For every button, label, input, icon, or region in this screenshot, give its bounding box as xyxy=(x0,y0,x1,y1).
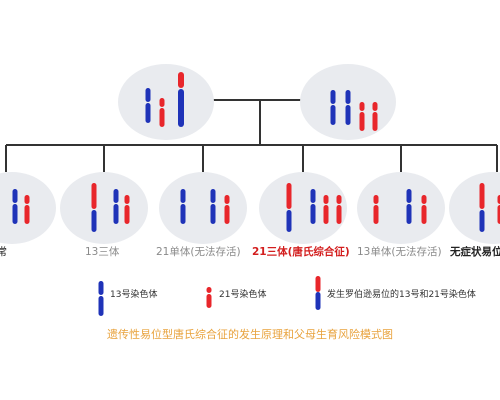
offspring1-chr-1-arm-q xyxy=(12,204,18,224)
offspring3-chr-1-arm-q xyxy=(180,204,186,224)
offspring2-chr-1-arm-21 xyxy=(91,183,97,209)
parent2-chr21-a-arm-q xyxy=(359,112,365,131)
legend-text-translocation: 发生罗伯逊易位的13号和21号染色体 xyxy=(327,290,476,300)
offspring5-chr-2-arm-q xyxy=(406,204,412,224)
parent-bubble-1 xyxy=(118,64,214,140)
outcome-label-trisomy-21: 21三体(唐氏综合征) xyxy=(252,246,350,258)
offspring1-chr-1-arm-p xyxy=(12,189,18,203)
offspring4-chr-4-arm-q xyxy=(336,205,342,224)
parent2-chr21-a-arm-p xyxy=(359,102,365,111)
parent1-chr13-a-arm-q xyxy=(145,103,151,123)
offspring3-chr-3-arm-q xyxy=(224,205,230,224)
offspring3-chr-2-arm-p xyxy=(210,189,216,203)
parent2-chr21-b-arm-p xyxy=(372,102,378,111)
legend-icon-translocation-arm-21 xyxy=(315,276,321,292)
offspring5-chr-1-arm-p xyxy=(373,195,379,204)
offspring1-chr-2-arm-p xyxy=(24,195,30,204)
offspring1-chr-2-arm-q xyxy=(24,205,30,224)
offspring5-chr-3-arm-q xyxy=(421,205,427,224)
offspring4-chr-2-arm-q xyxy=(310,204,316,224)
offspring-bubble-3 xyxy=(159,172,247,244)
offspring6-chr-2-arm-q xyxy=(497,205,500,224)
parent1-chr13-b-arm-q xyxy=(178,89,184,127)
outcome-label-balanced-carrier: 无症状易位 xyxy=(450,246,500,258)
offspring4-chr-1-arm-13 xyxy=(286,210,292,232)
offspring4-chr-4-arm-p xyxy=(336,195,342,204)
parent1-chr21-a-arm-q xyxy=(159,108,165,127)
legend-text-chr21: 21号染色体 xyxy=(219,290,267,300)
offspring5-chr-3-arm-p xyxy=(421,195,427,204)
offspring3-chr-3-arm-p xyxy=(224,195,230,204)
offspring-bubble-2 xyxy=(60,172,148,244)
legend-icon-chr21-arm-p xyxy=(206,287,212,293)
parent2-chr13-a-arm-q xyxy=(330,105,336,125)
offspring2-chr-1-arm-13 xyxy=(91,210,97,232)
legend-icon-translocation-arm-13 xyxy=(315,292,321,310)
offspring2-chr-2-arm-p xyxy=(113,189,119,203)
parent2-chr21-b-arm-q xyxy=(372,112,378,131)
parent1-chr13-a-arm-p xyxy=(145,88,151,102)
parent2-chr13-a-arm-p xyxy=(330,90,336,104)
legend-text-chr13: 13号染色体 xyxy=(110,290,158,300)
offspring4-chr-3-arm-q xyxy=(323,205,329,224)
offspring4-chr-2-arm-p xyxy=(310,189,316,203)
offspring2-chr-3-arm-q xyxy=(124,205,130,224)
legend-icon-chr13-arm-q xyxy=(98,296,104,316)
parent1-chr21-b-arm-p xyxy=(178,72,184,88)
offspring6-chr-1-arm-13 xyxy=(479,210,485,232)
diagram-title: 遗传性易位型唐氏综合征的发生原理和父母生育风险模式图 xyxy=(107,328,393,341)
offspring-bubble-4 xyxy=(259,172,347,244)
outcome-label-monosomy-21: 21单体(无法存活) xyxy=(156,246,241,258)
offspring3-chr-2-arm-q xyxy=(210,204,216,224)
offspring4-chr-1-arm-21 xyxy=(286,183,292,209)
offspring4-chr-3-arm-p xyxy=(323,195,329,204)
offspring6-chr-2-arm-p xyxy=(497,195,500,204)
offspring6-chr-1-arm-21 xyxy=(479,183,485,209)
offspring5-chr-1-arm-q xyxy=(373,205,379,224)
offspring3-chr-1-arm-p xyxy=(180,189,186,203)
legend-icon-chr21-arm-q xyxy=(206,294,212,308)
offspring2-chr-3-arm-p xyxy=(124,195,130,204)
legend-icon-chr13-arm-p xyxy=(98,281,104,295)
outcome-label-monosomy-13: 13单体(无法存活) xyxy=(357,246,442,258)
parent2-chr13-b-arm-p xyxy=(345,90,351,104)
offspring-bubble-5 xyxy=(357,172,445,244)
outcome-label-normal: 正常 xyxy=(0,246,7,258)
offspring2-chr-2-arm-q xyxy=(113,204,119,224)
offspring5-chr-2-arm-p xyxy=(406,189,412,203)
parent2-chr13-b-arm-q xyxy=(345,105,351,125)
parent1-chr21-a-arm-p xyxy=(159,98,165,107)
offspring-bubble-6 xyxy=(449,172,500,244)
outcome-label-trisomy-13: 13三体 xyxy=(85,246,120,258)
